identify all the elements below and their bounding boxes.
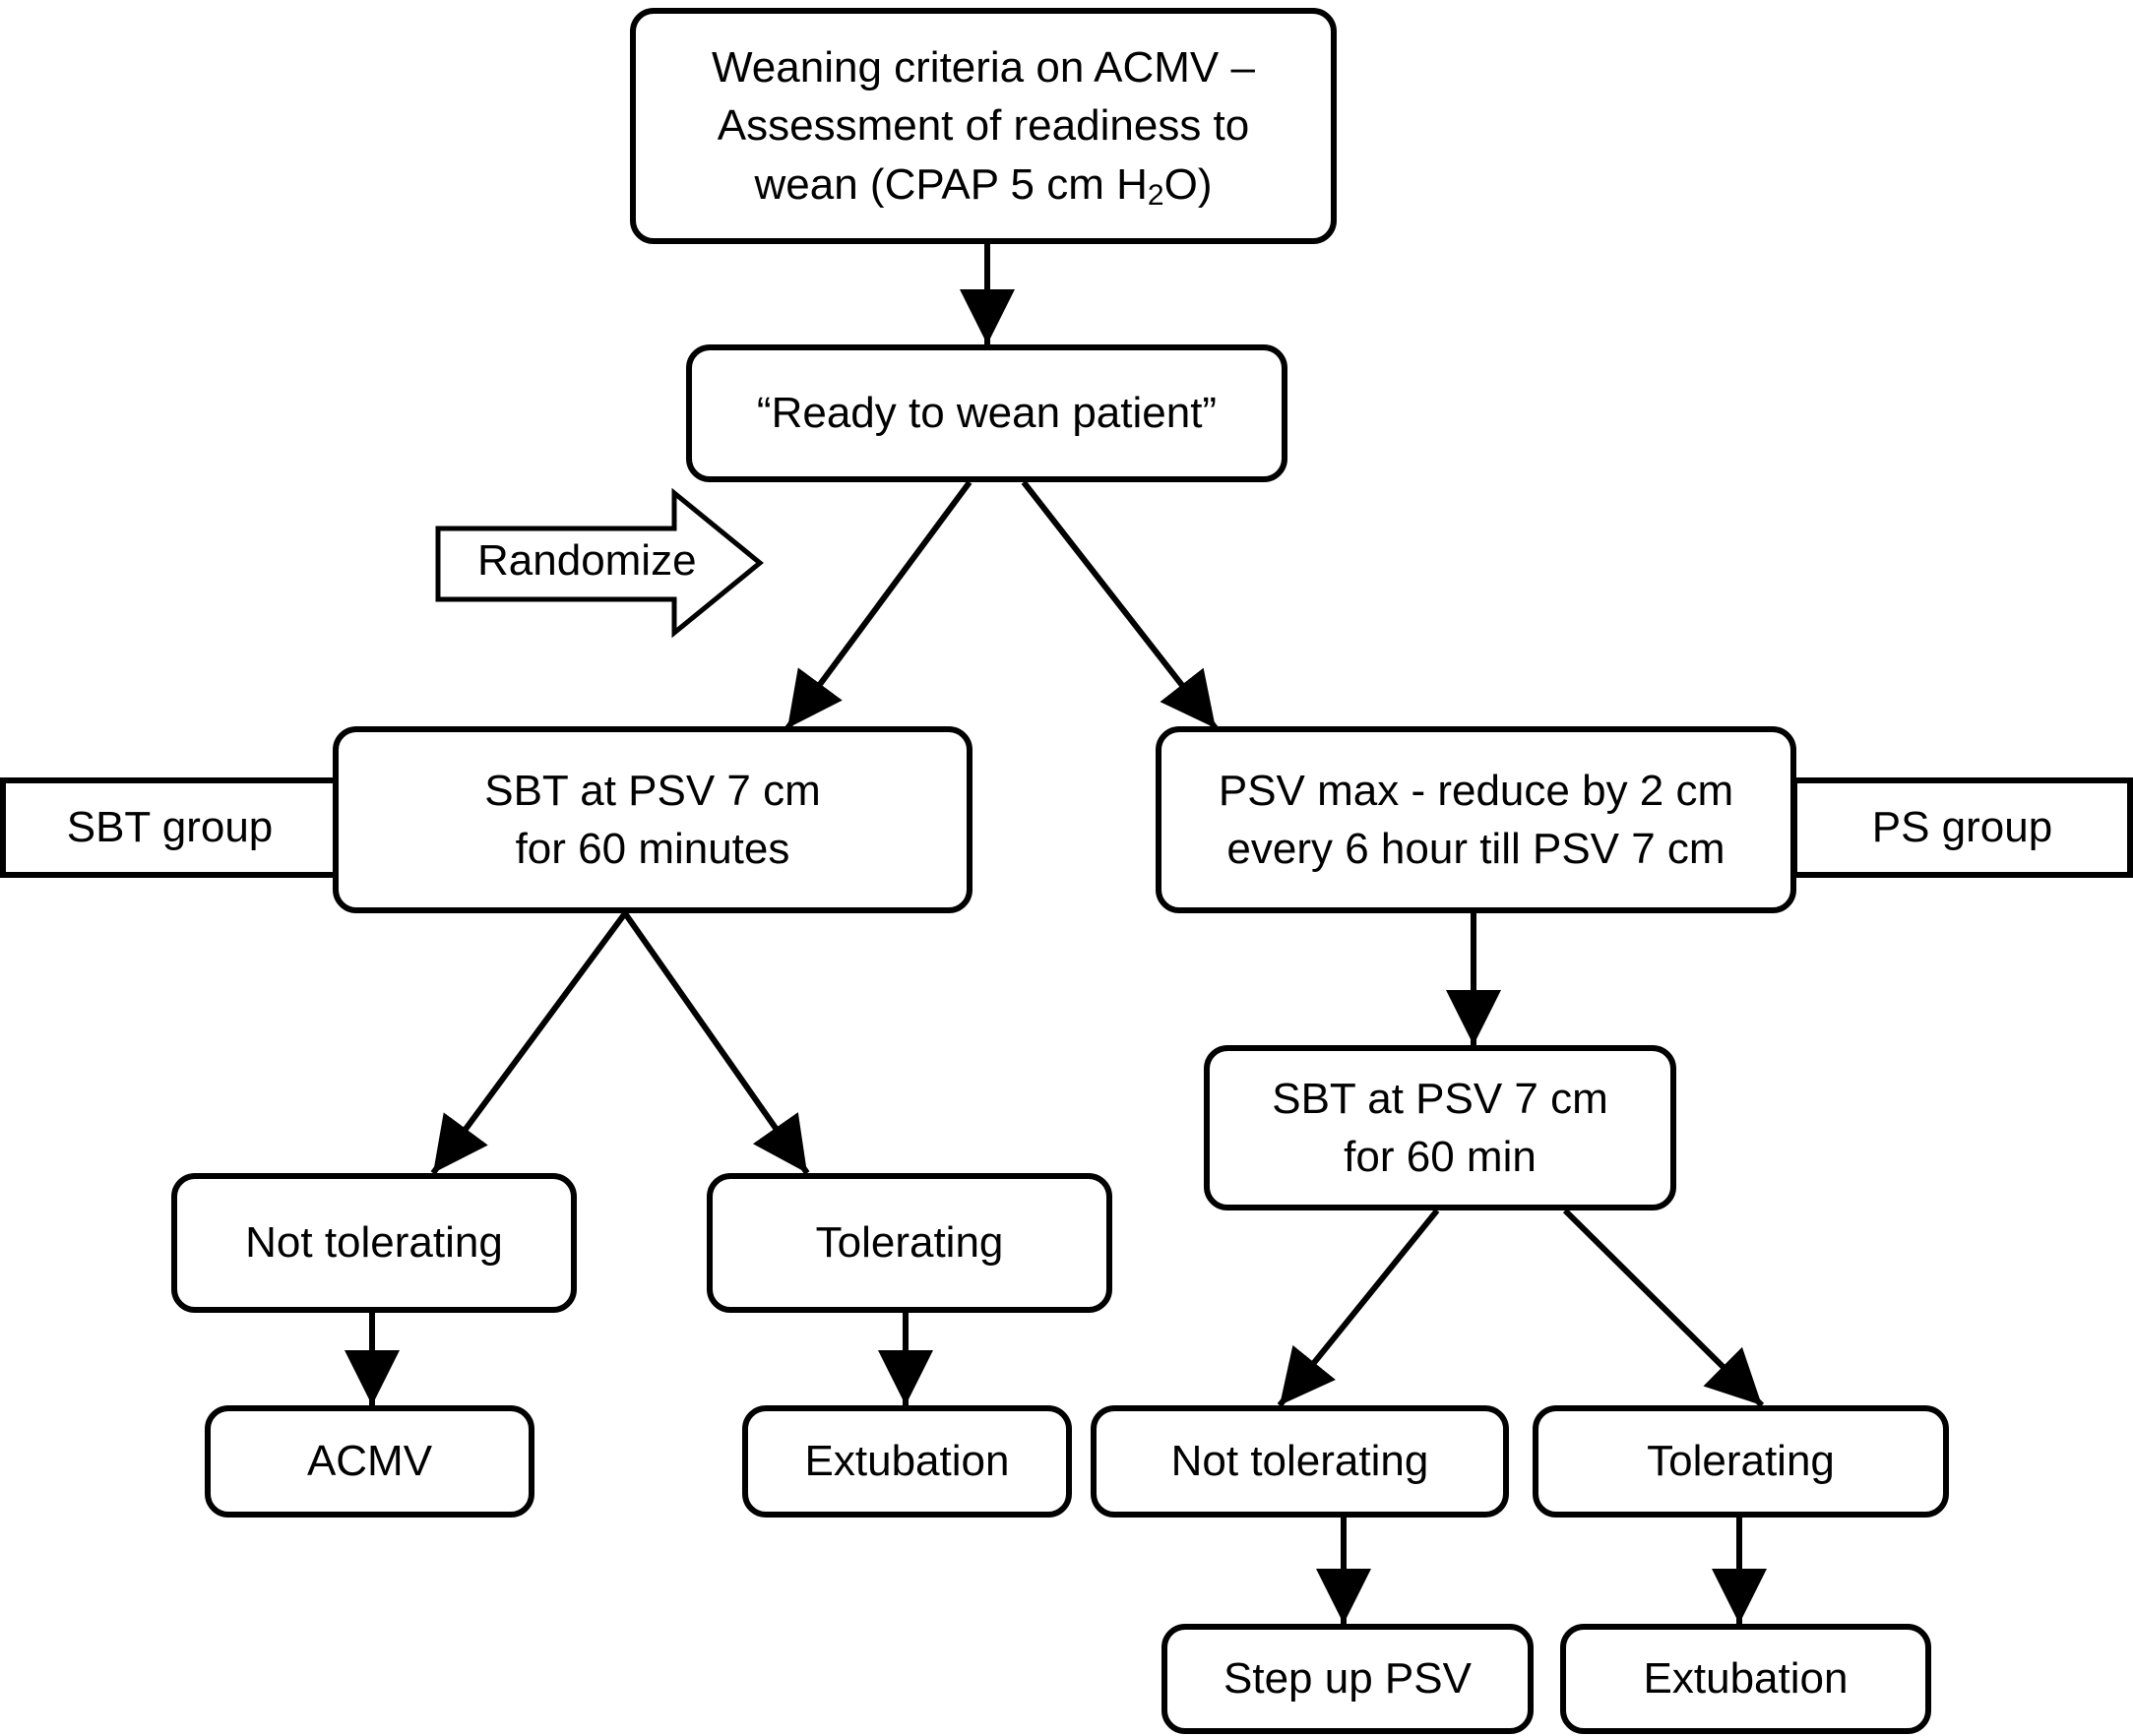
- psv-max-line-1: PSV max - reduce by 2 cm: [1218, 766, 1734, 815]
- sbt-group-label: SBT group: [66, 803, 274, 852]
- criteria-line-2: Assessment of readiness to: [717, 101, 1250, 151]
- sbt-tolerating-box: Tolerating: [707, 1173, 1112, 1313]
- ps-group-label: PS group: [1871, 803, 2053, 852]
- arrow-sbt-to-not-tolerating: [430, 911, 628, 1175]
- arrow-sbt-to-tolerating: [622, 911, 810, 1175]
- ps-tolerating-label: Tolerating: [1647, 1437, 1835, 1486]
- sbt-psv-line-1: SBT at PSV 7 cm: [484, 766, 821, 815]
- psv-max-line-2: every 6 hour till PSV 7 cm: [1226, 825, 1725, 873]
- arrow-ps-sbt-to-not-tolerating: [1277, 1209, 1440, 1407]
- ps-sbt-line-2: for 60 min: [1344, 1133, 1537, 1181]
- criteria-line-1: Weaning criteria on ACMV –: [712, 42, 1255, 92]
- sbt-extubation-label: Extubation: [804, 1437, 1010, 1486]
- sbt-tolerating-label: Tolerating: [815, 1218, 1004, 1268]
- sbt-psv-line-2: for 60 minutes: [515, 825, 790, 873]
- step-up-psv-label: Step up PSV: [1223, 1654, 1472, 1704]
- weaning-criteria-box: Weaning criteria on ACMV – Assessment of…: [630, 8, 1337, 244]
- ps-extubation-box: Extubation: [1560, 1624, 1931, 1734]
- arrow-ready-to-psv-max: [1021, 480, 1219, 730]
- criteria-line-3: wean (CPAP 5 cm H2O): [754, 159, 1213, 212]
- ps-extubation-label: Extubation: [1643, 1654, 1849, 1704]
- step-up-psv-box: Step up PSV: [1161, 1624, 1534, 1734]
- sbt-psv-box: SBT at PSV 7 cm for 60 minutes: [333, 726, 972, 913]
- ps-sbt-line-1: SBT at PSV 7 cm: [1272, 1074, 1608, 1123]
- psv-max-box: PSV max - reduce by 2 cm every 6 hour ti…: [1156, 726, 1796, 913]
- criteria-subscript: 2: [1147, 178, 1164, 212]
- ps-sbt-box: SBT at PSV 7 cm for 60 min: [1204, 1045, 1676, 1210]
- ready-to-wean-label: “Ready to wean patient”: [756, 389, 1218, 438]
- arrow-ready-to-sbt: [784, 480, 972, 730]
- arrow-ps-sbt-to-tolerating: [1562, 1208, 1765, 1408]
- randomize-arrow-icon: [435, 487, 764, 639]
- acmv-label: ACMV: [306, 1437, 433, 1486]
- randomize-label: Randomize: [477, 536, 697, 585]
- ready-to-wean-box: “Ready to wean patient”: [686, 344, 1287, 482]
- sbt-not-tolerating-label: Not tolerating: [245, 1218, 503, 1268]
- ps-not-tolerating-box: Not tolerating: [1091, 1405, 1509, 1518]
- sbt-extubation-box: Extubation: [742, 1405, 1072, 1518]
- ps-group-tag: PS group: [1791, 777, 2133, 878]
- ps-not-tolerating-label: Not tolerating: [1170, 1437, 1429, 1486]
- sbt-group-tag: SBT group: [0, 777, 340, 878]
- sbt-not-tolerating-box: Not tolerating: [171, 1173, 577, 1313]
- acmv-box: ACMV: [205, 1405, 534, 1518]
- ps-tolerating-box: Tolerating: [1533, 1405, 1949, 1518]
